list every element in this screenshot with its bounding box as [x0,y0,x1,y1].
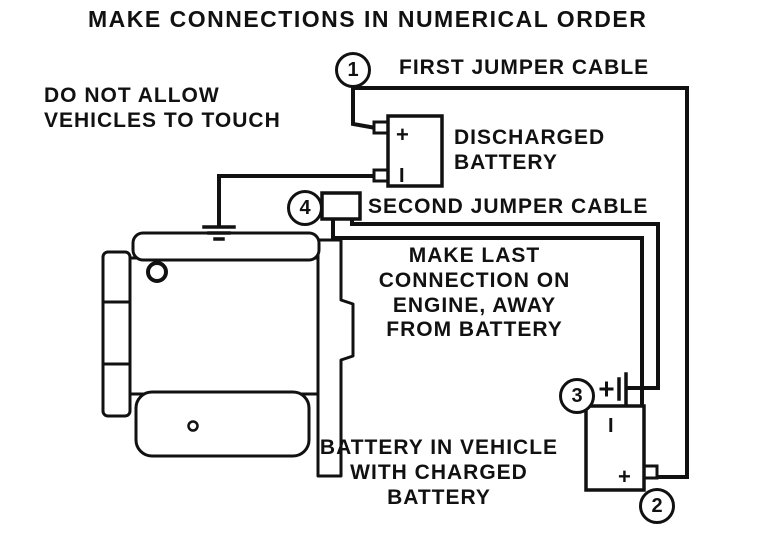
discharged-battery-label: DISCHARGED BATTERY [454,126,606,174]
oil-pan [134,390,311,458]
step-2-circle: 2 [639,488,675,524]
engine-note: MAKE LAST CONNECTION ON ENGINE, AWAY FRO… [378,244,571,342]
discharged-battery-drawing [372,114,444,188]
ground-cable-line [217,174,378,226]
charged-battery-drawing [584,404,659,492]
second-jumper-cable-line [350,217,660,390]
first-jumper-cable-drop-line [351,85,379,131]
engine-bell-housing [316,238,355,478]
ground-symbol-icon [202,225,236,241]
engine-drawing [101,231,355,478]
charged-battery-box [584,404,646,492]
step-4-circle: 4 [287,190,323,226]
charged-battery-label: BATTERY IN VEHICLE WITH CHARGED BATTERY [319,436,559,509]
step-3-number: 3 [571,384,583,407]
diagram-title: MAKE CONNECTIONS IN NUMERICAL ORDER [88,6,648,32]
first-jumper-cable-label: FIRST JUMPER CABLE [399,56,650,79]
step-2-number: 2 [651,494,663,517]
engine-front-pulley [101,250,132,418]
cables [217,85,689,479]
drain-plug [187,420,199,432]
second-jumper-cable-label: SECOND JUMPER CABLE [368,195,649,218]
jumper-clamp [320,191,362,221]
engine-to-battery-line [334,236,644,408]
first-jumper-cable-line [351,86,689,479]
discharged-battery-neg-mark: I [399,165,405,187]
valve-cover [131,231,321,262]
step-4-number: 4 [299,196,311,219]
charged-battery-pos-mark: + [618,464,631,489]
step-1-circle: 1 [335,52,371,88]
discharged-battery-pos-mark: + [396,122,409,147]
warning-text: DO NOT ALLOW VEHICLES TO TOUCH [44,84,281,132]
battery-post-symbol-icon [599,372,628,405]
step-1-number: 1 [347,58,359,81]
oil-filler-cap [146,261,168,283]
discharged-battery-box [386,114,444,188]
charged-battery-neg-mark: I [608,415,614,437]
step-3-circle: 3 [559,378,595,414]
